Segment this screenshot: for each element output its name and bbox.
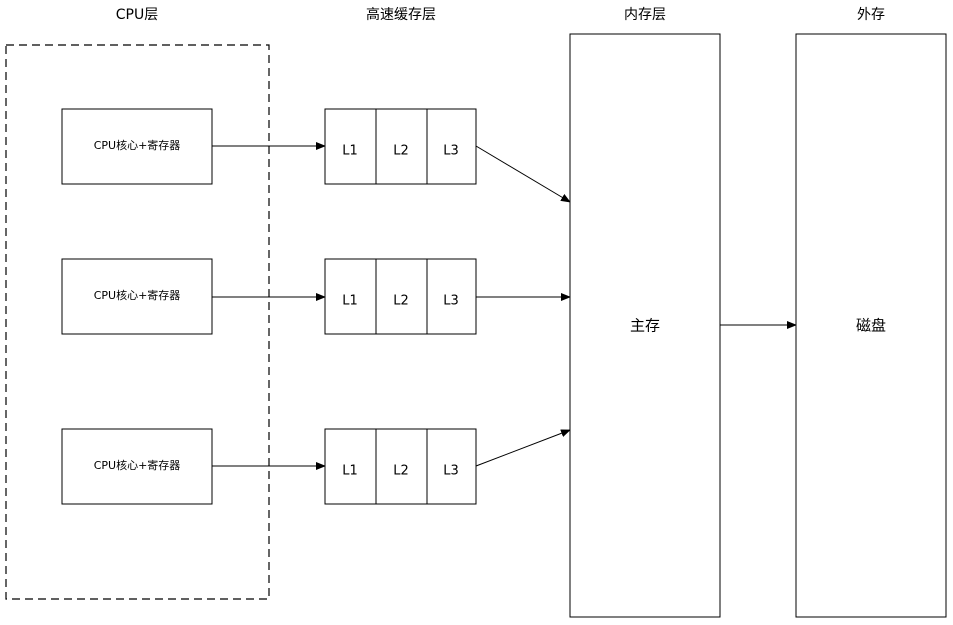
core-row-3: CPU核心+寄存器 L1 L2 L3	[61, 428, 571, 505]
l3-label: L3	[443, 464, 459, 479]
main-memory-box	[569, 33, 721, 618]
l1-cache-box	[324, 108, 377, 185]
l2-cache-box	[375, 428, 428, 505]
external-storage-title: 外存	[857, 7, 885, 23]
l3-label: L3	[443, 294, 459, 309]
disk-box	[795, 33, 947, 618]
l3-cache-box	[426, 108, 477, 185]
cpu-core-label: CPU核心+寄存器	[94, 288, 181, 302]
cache-to-memory-arrow	[475, 429, 571, 467]
l2-label: L2	[393, 464, 409, 479]
core-row-2: CPU核心+寄存器 L1 L2 L3	[61, 258, 571, 335]
l3-cache-box	[426, 428, 477, 505]
l2-label: L2	[393, 294, 409, 309]
disk-label: 磁盘	[856, 317, 886, 335]
main-memory-label: 主存	[630, 317, 660, 335]
cpu-core-box	[61, 108, 213, 185]
memory-layer-title: 内存层	[624, 7, 666, 23]
l2-cache-box	[375, 108, 428, 185]
cache-layer-title: 高速缓存层	[366, 6, 436, 23]
cpu-core-label: CPU核心+寄存器	[94, 458, 181, 472]
cpu-layer-boundary	[5, 44, 270, 600]
l3-label: L3	[443, 144, 459, 159]
cpu-core-box	[61, 428, 213, 505]
core-row-1: CPU核心+寄存器 L1 L2 L3	[61, 108, 571, 203]
l1-cache-box	[324, 258, 377, 335]
l1-label: L1	[342, 464, 358, 479]
cache-to-memory-arrow	[475, 145, 571, 203]
cpu-layer-title: CPU层	[116, 7, 158, 23]
l2-label: L2	[393, 144, 409, 159]
l1-label: L1	[342, 294, 358, 309]
l1-label: L1	[342, 144, 358, 159]
l3-cache-box	[426, 258, 477, 335]
cpu-core-label: CPU核心+寄存器	[94, 138, 181, 152]
